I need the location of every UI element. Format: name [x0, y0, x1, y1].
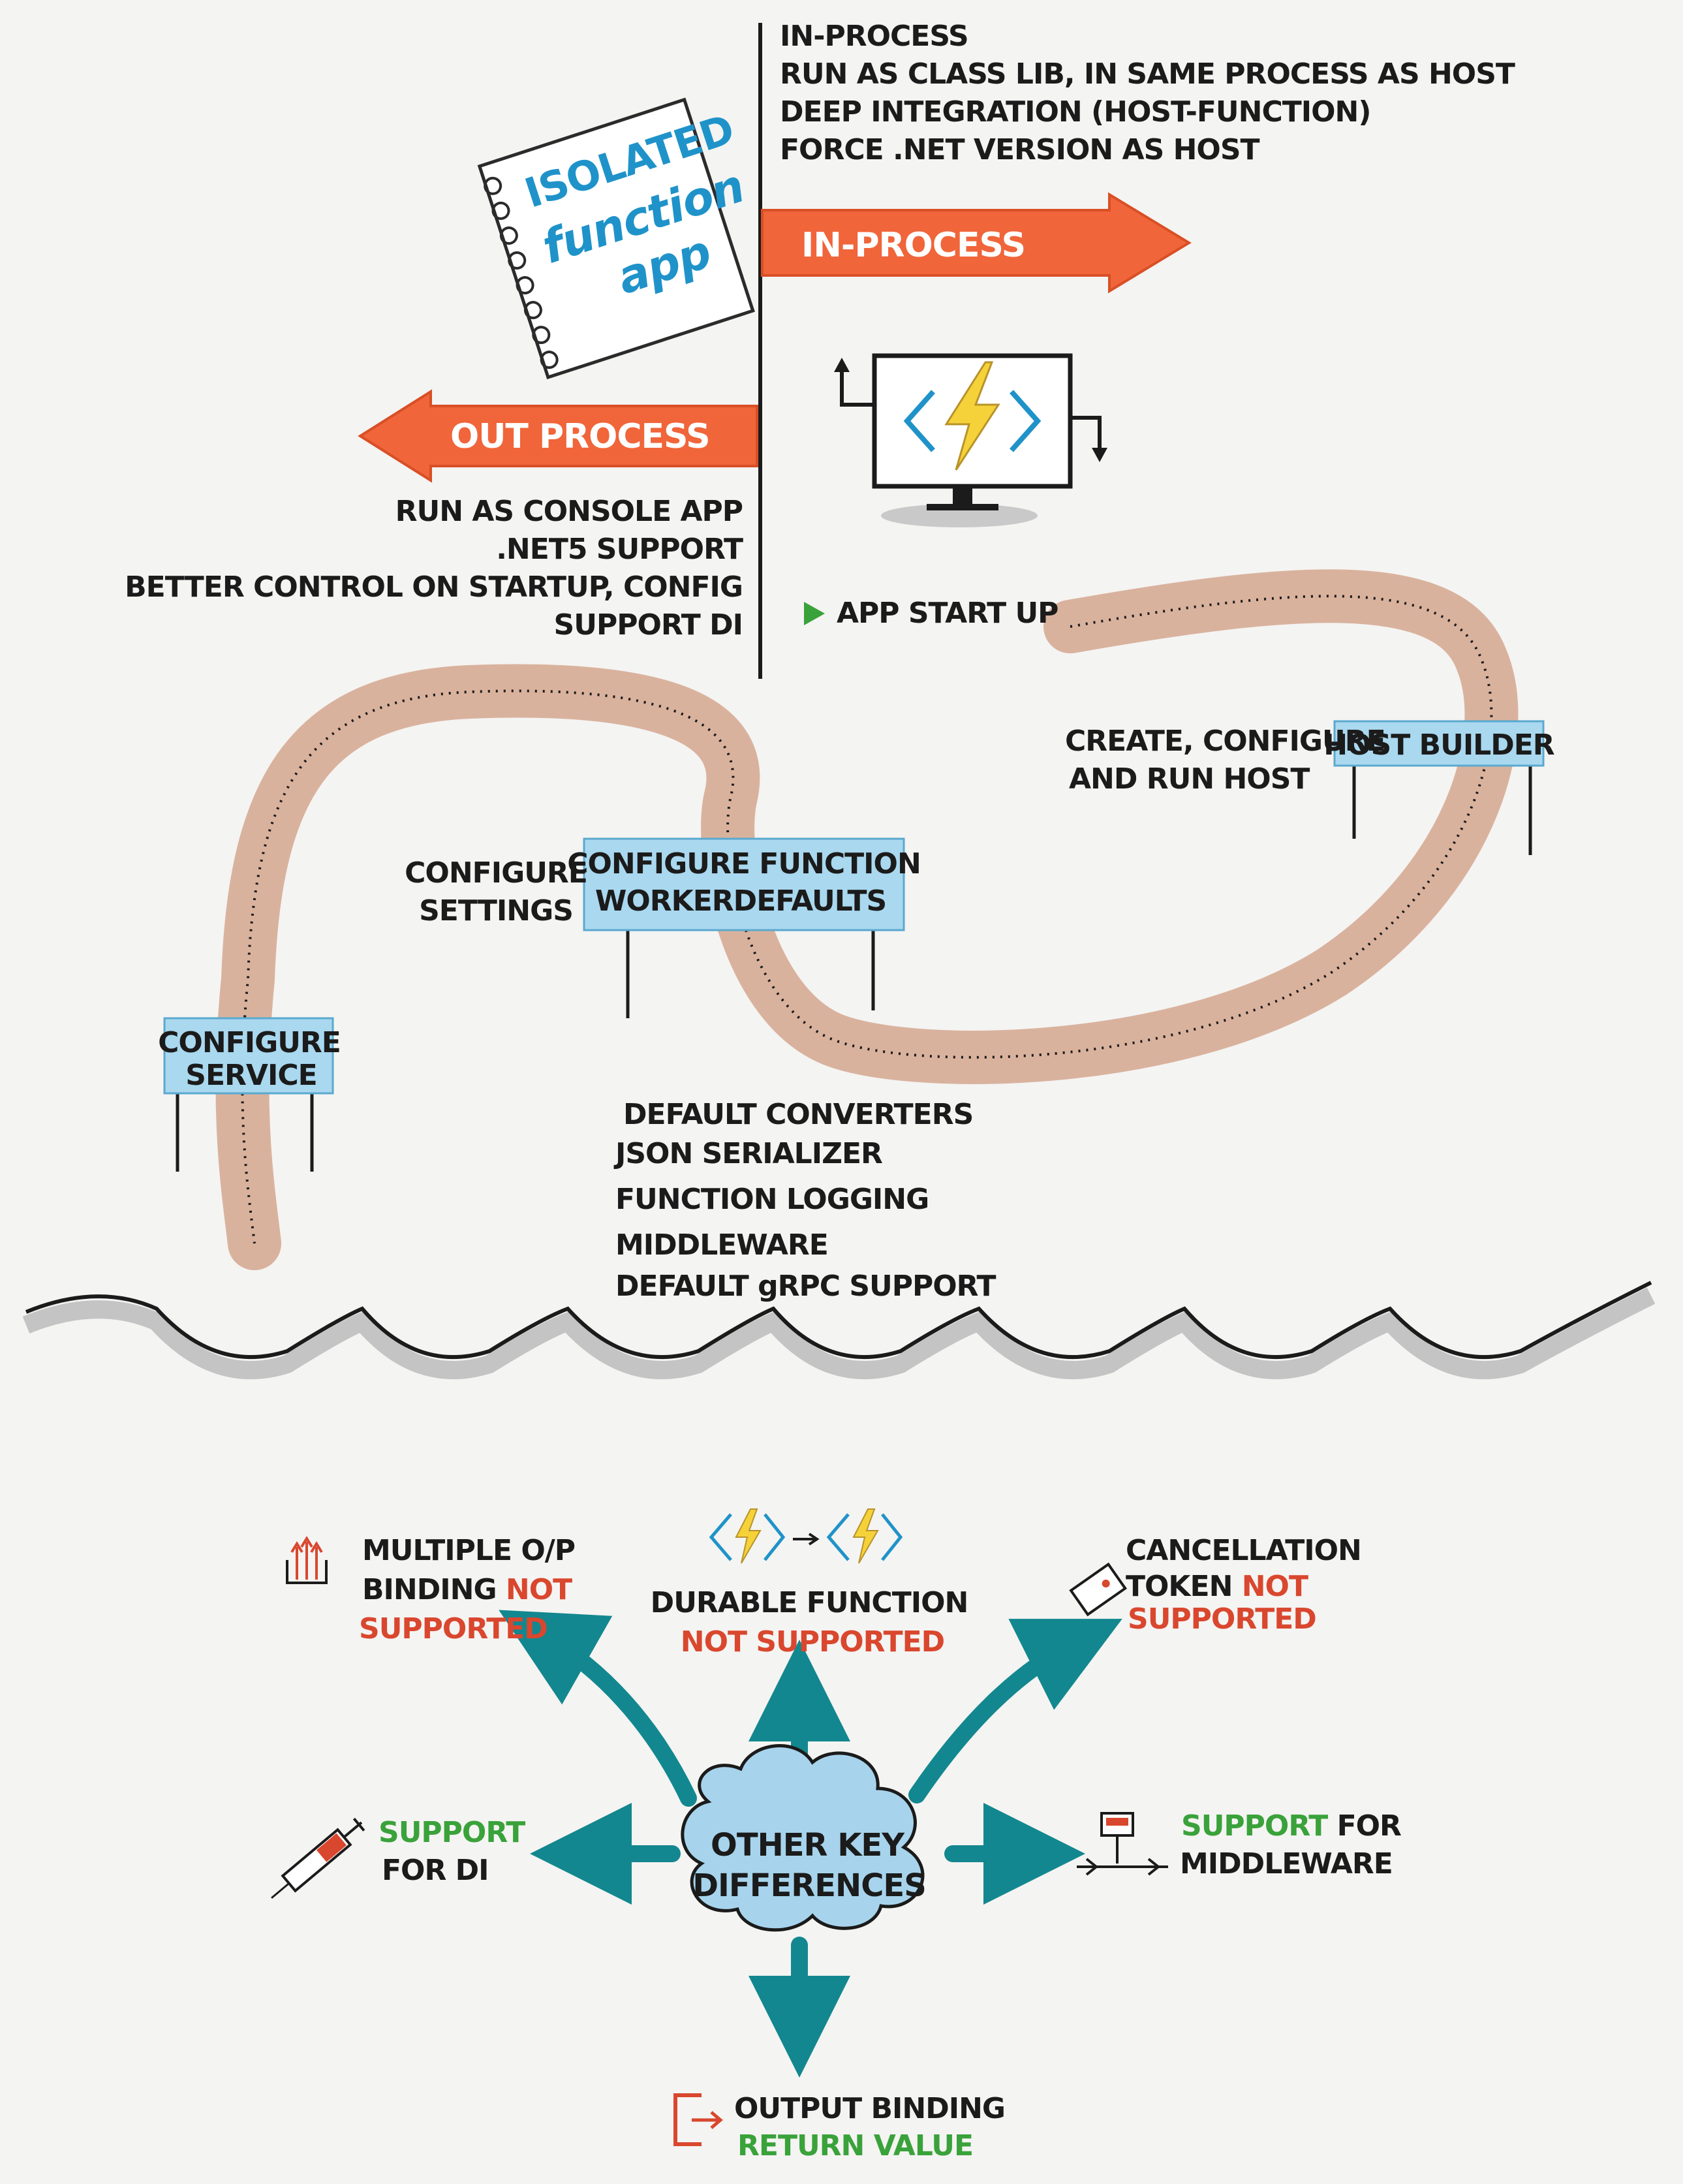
multiple-output-line-2: BINDING NOT — [362, 1573, 572, 1606]
durable-line-1: DURABLE FUNCTION — [651, 1586, 968, 1619]
cancellation-item: CANCELLATION TOKEN NOT SUPPORTED — [1069, 1534, 1362, 1636]
middleware-line-1: SUPPORT FOR — [1181, 1809, 1401, 1843]
configure-service-sign-line-1: CONFIGURE — [158, 1026, 341, 1059]
multiple-output-line-1: MULTIPLE O/P — [362, 1534, 575, 1567]
out-process-note-1: RUN AS CONSOLE APP — [395, 495, 743, 528]
in-process-arrow: IN-PROCESS — [761, 192, 1192, 294]
cancellation-line-3: SUPPORTED — [1128, 1602, 1316, 1636]
configure-settings-note-1: CONFIGURE — [405, 856, 587, 890]
ticket-icon — [1069, 1562, 1128, 1617]
di-line-2: FOR DI — [382, 1854, 489, 1887]
syringe-icon — [271, 1817, 365, 1899]
output-line-1: OUTPUT BINDING — [734, 2092, 1005, 2125]
in-process-note-2: RUN AS CLASS LIB, IN SAME PROCESS AS HOS… — [780, 57, 1515, 91]
out-process-arrow-label: OUT PROCESS — [450, 417, 710, 456]
in-process-note-4: FORCE .NET VERSION AS HOST — [780, 133, 1260, 166]
differences-title-1: OTHER KEY — [711, 1827, 905, 1864]
durable-line-2: NOT SUPPORTED — [681, 1625, 944, 1659]
configure-service-sign-line-2: SERVICE — [185, 1059, 317, 1092]
di-line-1: SUPPORT — [378, 1816, 525, 1849]
cancellation-line-2: TOKEN NOT — [1126, 1570, 1308, 1603]
output-item: OUTPUT BINDING RETURN VALUE — [673, 2092, 1006, 2162]
function-chain-icon — [709, 1508, 903, 1564]
defaults-list-item: JSON SERIALIZER — [613, 1137, 882, 1170]
defaults-list-item: DEFAULT CONVERTERS — [623, 1098, 973, 1131]
notebook: ISOLATED function app — [477, 97, 755, 380]
worker-defaults-sign-line-2: WORKERDEFAULTS — [595, 884, 886, 918]
defaults-list-item: DEFAULT gRPC SUPPORT — [615, 1270, 996, 1303]
bolt-icon — [944, 361, 1000, 471]
host-builder-sign: HOST BUILDER — [1323, 720, 1555, 855]
startup-road — [215, 569, 1519, 1270]
durable-item: DURABLE FUNCTION NOT SUPPORTED — [651, 1508, 968, 1659]
multiple-output-item: MULTIPLE O/P BINDING NOT SUPPORTED — [286, 1534, 576, 1646]
notebook-page — [477, 97, 755, 380]
differences-cloud: OTHER KEY DIFFERENCES — [681, 1744, 927, 1932]
monitor-icon — [834, 353, 1107, 527]
out-process-arrow: OUT PROCESS — [358, 389, 758, 483]
worker-defaults-sign: CONFIGURE FUNCTION WORKERDEFAULTS — [567, 837, 921, 1018]
in-process-note-1: IN-PROCESS — [780, 20, 968, 53]
cancellation-line-1: CANCELLATION — [1126, 1534, 1361, 1567]
in-process-arrow-label: IN-PROCESS — [801, 226, 1025, 265]
host-builder-note-1: CREATE, CONFIGURE — [1065, 725, 1385, 758]
defaults-list-item: FUNCTION LOGGING — [615, 1183, 929, 1216]
host-builder-note-2: AND RUN HOST — [1069, 762, 1310, 796]
middleware-line-2: MIDDLEWARE — [1180, 1847, 1393, 1880]
differences-title-2: DIFFERENCES — [692, 1867, 926, 1904]
road-surface — [215, 569, 1519, 1270]
multiple-output-line-3: SUPPORTED — [359, 1612, 548, 1646]
di-item: SUPPORT FOR DI — [271, 1816, 526, 1899]
defaults-list-item: MIDDLEWARE — [615, 1228, 828, 1262]
wave-divider — [22, 1281, 1656, 1380]
multiple-output-icon — [286, 1536, 328, 1584]
arrow-to-cancellation — [908, 1619, 1122, 1803]
output-line-2: RETURN VALUE — [737, 2129, 973, 2162]
configure-settings-note-2: SETTINGS — [419, 894, 573, 928]
exit-icon — [673, 2093, 723, 2146]
out-process-note-4: SUPPORT DI — [554, 608, 743, 642]
app-start-up: APP START UP — [804, 597, 1058, 630]
worker-defaults-sign-line-1: CONFIGURE FUNCTION — [567, 847, 921, 881]
code-bracket-left-icon — [903, 390, 935, 452]
code-bracket-right-icon — [1010, 390, 1042, 452]
configure-service-sign: CONFIGURE SERVICE — [158, 1017, 341, 1172]
signpost: IN-PROCESS RUN AS CLASS LIB, IN SAME PRO… — [125, 20, 1516, 679]
host-builder-sign-label: HOST BUILDER — [1323, 728, 1554, 762]
defaults-list: DEFAULT CONVERTERS JSON SERIALIZER FUNCT… — [613, 1098, 997, 1303]
out-process-note-2: .NET5 SUPPORT — [496, 533, 743, 566]
in-process-note-3: DEEP INTEGRATION (HOST-FUNCTION) — [780, 95, 1371, 129]
app-start-up-label: APP START UP — [837, 597, 1058, 630]
middleware-item: SUPPORT FOR MIDDLEWARE — [1077, 1809, 1402, 1880]
network-icon — [1077, 1812, 1168, 1876]
flag-icon — [804, 602, 825, 625]
out-process-note-3: BETTER CONTROL ON STARTUP, CONFIG — [125, 570, 743, 604]
notebook-spiral — [484, 176, 559, 369]
arrow-to-multiple-op — [499, 1610, 697, 1807]
